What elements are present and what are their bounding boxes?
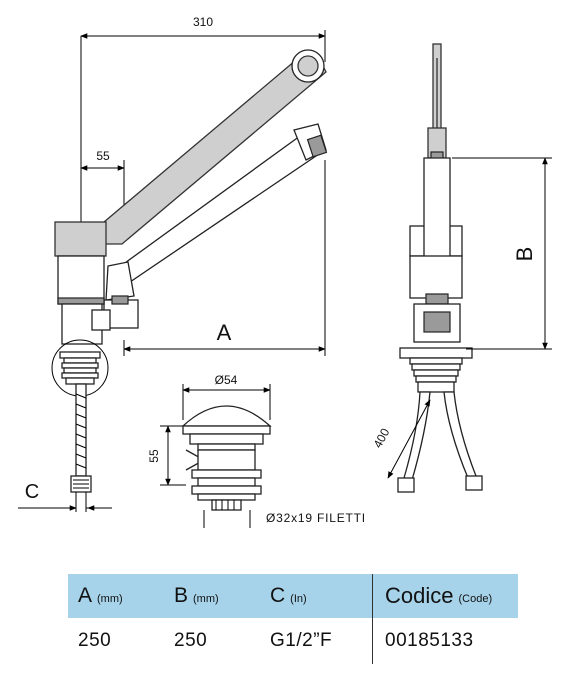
value-b: 250 xyxy=(166,618,262,664)
spec-table-header: A (mm) B (mm) C (In) Codice (Code) xyxy=(68,574,518,618)
body xyxy=(57,255,105,305)
dimension-400-label: 400 xyxy=(371,426,393,451)
value-code-text: 00185133 xyxy=(385,630,474,651)
value-a: 250 xyxy=(68,618,166,664)
dimension-55-label: 55 xyxy=(96,149,110,163)
dimension-B: B xyxy=(452,157,552,350)
header-b-unit: (mm) xyxy=(193,593,219,605)
dimension-A-label: A xyxy=(217,320,232,345)
dimension-B-label: B xyxy=(512,247,537,262)
dimension-C: C xyxy=(18,481,112,511)
header-code-label: Codice xyxy=(385,583,454,608)
body-cap xyxy=(54,221,107,257)
value-code: 00185133 xyxy=(372,618,518,664)
faucet-side-view xyxy=(51,49,328,512)
dimension-A: A xyxy=(123,160,326,356)
header-c: C (In) xyxy=(262,574,372,618)
header-a-unit: (mm) xyxy=(97,593,123,605)
value-c-text: G1/2”F xyxy=(270,630,333,651)
waste-diameter-label: Ø54 xyxy=(215,373,238,387)
technical-drawing: 310 55 xyxy=(18,15,552,528)
header-b-label: B xyxy=(174,584,189,607)
dimension-310-label: 310 xyxy=(193,15,213,29)
header-a: A (mm) xyxy=(68,574,166,618)
waste-height-label: 55 xyxy=(147,449,161,463)
faucet-front-view xyxy=(397,43,483,493)
spec-table: A (mm) B (mm) C (In) Codice (Code) 250 2… xyxy=(68,574,518,664)
value-b-text: 250 xyxy=(174,630,208,651)
header-code-unit: (Code) xyxy=(458,593,493,605)
table-row: 250 250 G1/2”F 00185133 xyxy=(68,618,518,664)
header-c-unit: (In) xyxy=(290,593,307,605)
dimension-310: 310 xyxy=(80,15,326,240)
value-c: G1/2”F xyxy=(262,618,372,664)
header-b: B (mm) xyxy=(166,574,262,618)
header-c-label: C xyxy=(270,584,286,607)
header-a-label: A xyxy=(78,584,93,607)
waste-drain-view: Ø54 55 Ø32x19 FILETTI xyxy=(147,373,366,528)
header-code: Codice (Code) xyxy=(372,574,518,618)
thread-label: Ø32x19 FILETTI xyxy=(266,511,366,525)
dimension-C-label: C xyxy=(25,481,39,503)
value-a-text: 250 xyxy=(78,630,112,651)
